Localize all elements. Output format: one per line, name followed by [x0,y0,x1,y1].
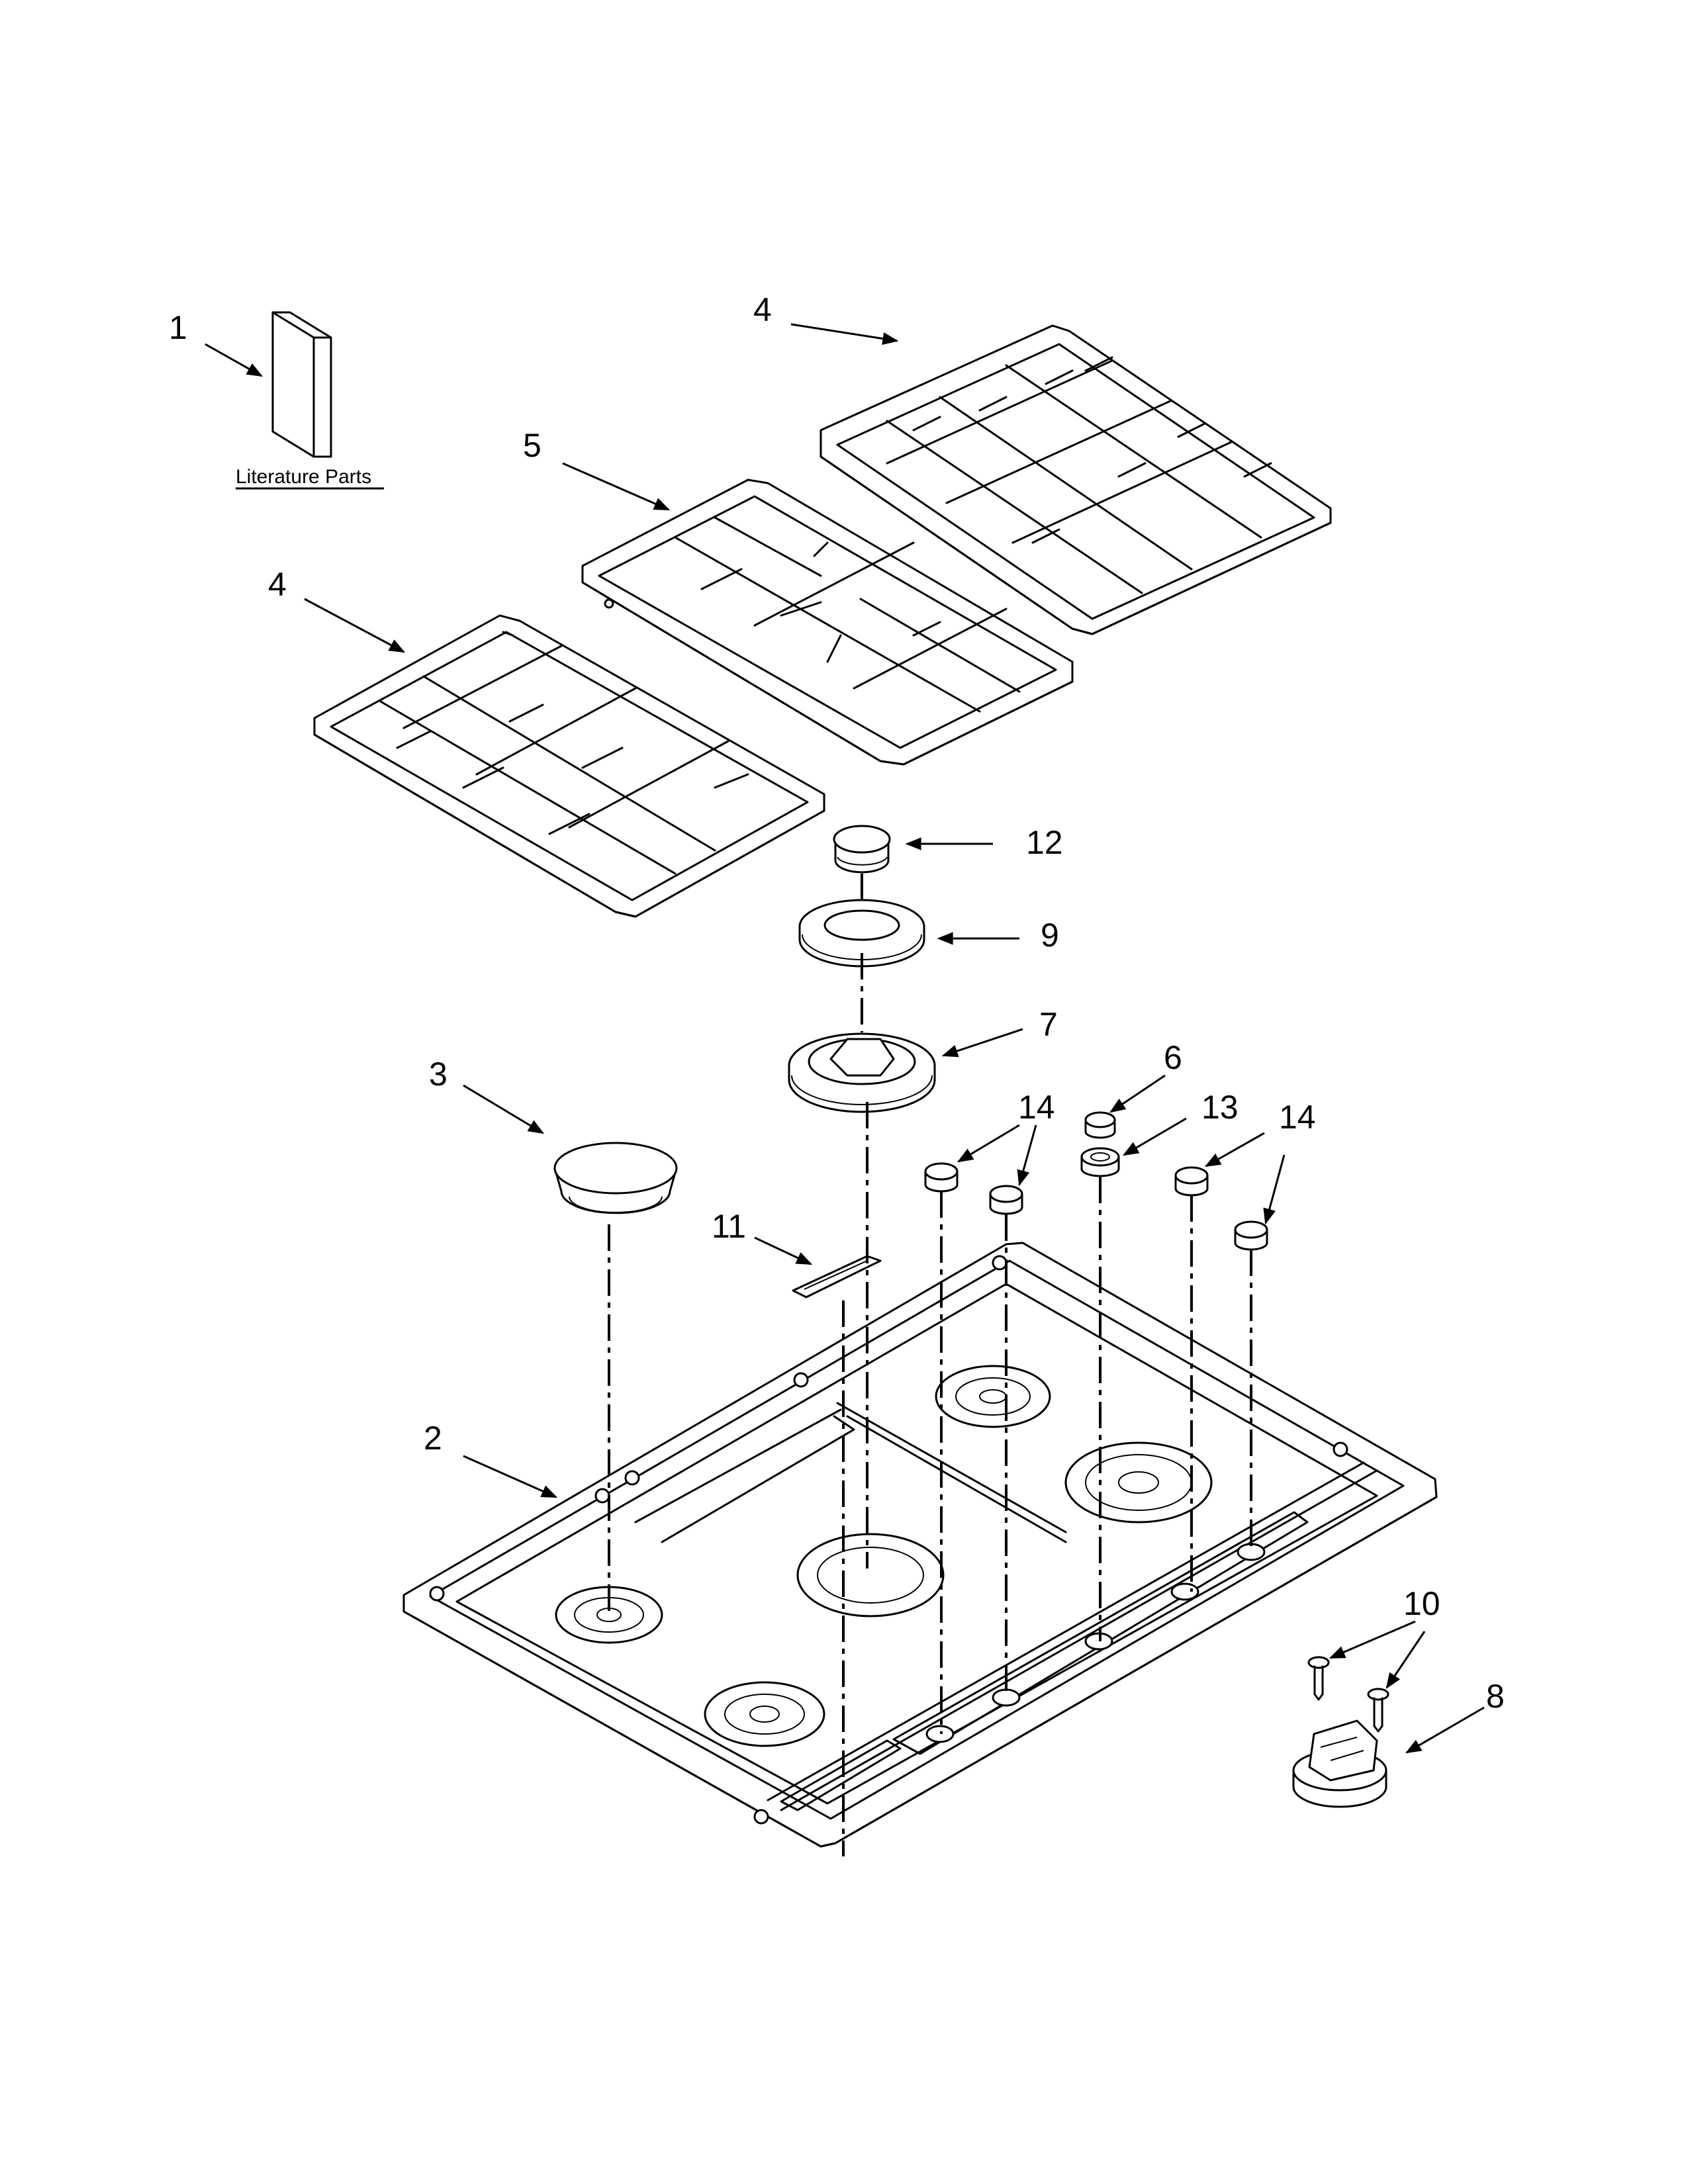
callout-labels: 1 4 5 4 12 9 7 3 6 14 13 14 11 2 10 8 [169,291,1505,1715]
arrow-11 [754,1236,813,1265]
arrow-14b-2 [1263,1154,1286,1225]
logo-badge [792,1255,882,1298]
arrow-13 [1122,1117,1187,1156]
knob-center-6 [1084,1111,1116,1139]
arrow-4b [304,598,406,653]
callout-2: 2 [424,1420,442,1457]
callout-14-right: 14 [1279,1099,1316,1136]
burner-valve-assembly [1292,1719,1387,1808]
callout-11: 11 [712,1208,746,1245]
arrow-14b-1 [1204,1132,1265,1167]
arrow-6 [1109,1074,1166,1113]
arrow-2 [463,1455,558,1498]
callout-8: 8 [1486,1678,1505,1715]
callout-7: 7 [1039,1006,1058,1043]
callout-9: 9 [1041,917,1059,954]
callout-13: 13 [1201,1089,1239,1126]
callout-14-left: 14 [1018,1089,1055,1126]
cooktop [402,1242,1438,1848]
knob-3 [1174,1166,1209,1197]
callout-6: 6 [1164,1039,1182,1076]
arrow-3 [463,1084,545,1134]
literature-parts-label: Literature Parts [236,466,371,488]
callout-1: 1 [169,309,187,346]
callout-4-top: 4 [753,291,772,328]
callout-12: 12 [1026,824,1063,861]
assembly-centerlines [608,874,1252,1856]
arrow-4a [790,323,899,345]
knob-4 [1234,1220,1268,1251]
grate-center [581,478,1074,766]
arrow-7 [941,1028,1023,1058]
knob-bezel-13 [1080,1147,1120,1177]
grate-right [820,324,1332,635]
knob-1 [924,1162,959,1193]
callout-5: 5 [523,427,541,464]
screw-1 [1307,1656,1330,1701]
arrow-1 [205,343,263,377]
large-burner-cap [553,1142,678,1214]
arrow-14a-1 [957,1124,1020,1163]
arrow-8 [1405,1706,1485,1754]
callout-4-left: 4 [268,566,287,603]
burner-base [788,1032,936,1113]
literature-booklet [271,311,332,458]
burner-ring [798,899,925,968]
callout-3: 3 [429,1056,447,1093]
arrow-10-2 [1385,1631,1426,1689]
leader-arrows [205,323,1485,1754]
arrow-5 [562,462,671,511]
grate-left [313,614,825,918]
callout-10: 10 [1403,1585,1440,1622]
knob-2 [989,1185,1023,1215]
burner-cap [833,825,891,874]
arrow-10-1 [1329,1620,1416,1659]
arrow-14a-2 [1017,1124,1037,1187]
screw-2 [1367,1688,1389,1733]
